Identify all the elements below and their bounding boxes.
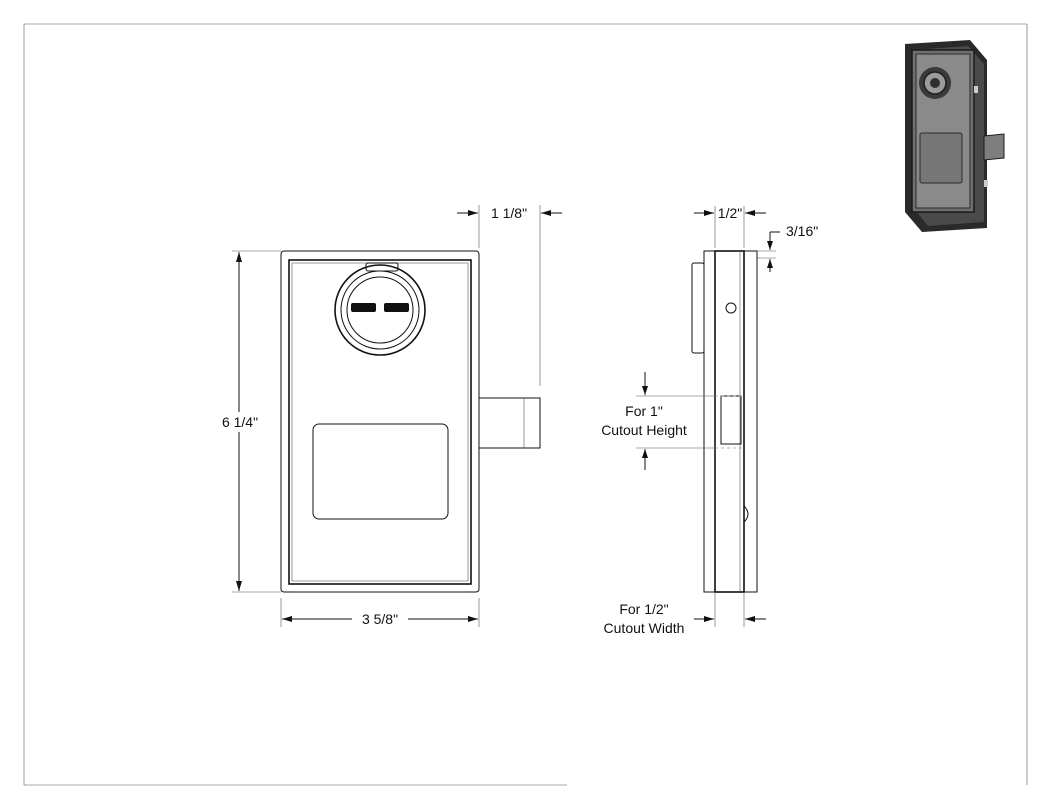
overall-height-label: 6 1/4" — [222, 414, 258, 430]
dim-cutout-height: For 1" Cutout Height — [601, 372, 715, 470]
thumb-pad — [312, 423, 449, 520]
key-slot-right — [384, 303, 409, 312]
bolt-projection-label: 1 1/8" — [491, 205, 527, 221]
product-thumbnail — [905, 40, 1005, 232]
cutout-width-line2: Cutout Width — [604, 620, 685, 636]
side-back-plate — [743, 250, 758, 593]
dim-cutout-width: For 1/2" Cutout Width — [604, 592, 766, 636]
dim-face-offset: 3/16" — [757, 223, 818, 272]
latch-bolt — [478, 397, 541, 449]
dim-overall-height: 6 1/4" — [222, 250, 281, 593]
front-inner-frame — [288, 259, 472, 585]
dim-body-thickness: 1/2" — [694, 205, 766, 248]
side-screw-hole — [725, 302, 737, 314]
overall-width-label: 3 5/8" — [362, 611, 398, 627]
cutout-height-line1: For 1" — [625, 403, 663, 419]
side-cam-block — [691, 262, 705, 354]
cutout-width-line1: For 1/2" — [619, 601, 668, 617]
lock-cylinder — [334, 262, 426, 356]
side-body — [714, 250, 745, 593]
key-slot-left — [351, 303, 376, 312]
front-inner-frame-line — [291, 262, 469, 582]
side-bolt-window — [720, 395, 742, 445]
front-view — [280, 250, 541, 593]
face-offset-label: 3/16" — [786, 223, 818, 239]
side-view — [691, 250, 758, 593]
side-catch-notch — [743, 505, 749, 523]
cutout-height-line2: Cutout Height — [601, 422, 687, 438]
front-outer-frame — [280, 250, 480, 593]
side-front-plate — [703, 250, 716, 593]
dim-overall-width: 3 5/8" — [280, 598, 480, 627]
body-thickness-label: 1/2" — [718, 205, 742, 221]
sheet-border — [23, 23, 1028, 786]
dim-bolt-projection: 1 1/8" — [457, 205, 562, 386]
